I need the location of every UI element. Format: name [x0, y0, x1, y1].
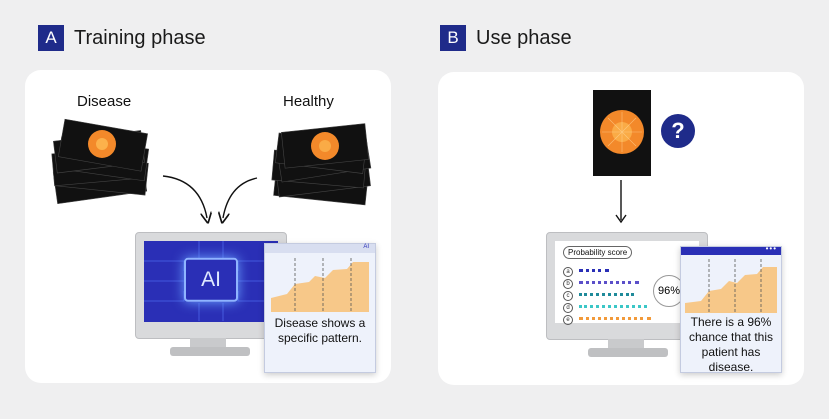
monitor-base: [588, 348, 668, 357]
panel-a-title: Training phase: [74, 26, 206, 49]
pattern-chart: [271, 258, 369, 312]
option-letter: b: [563, 279, 573, 289]
disease-arrow: [162, 175, 207, 218]
probability-bar: [579, 269, 609, 275]
panel-b-title: Use phase: [476, 26, 572, 49]
disease-label: Disease: [77, 93, 132, 110]
ai-monitor: AI: [135, 232, 287, 339]
probability-bar: [579, 305, 647, 311]
probability-row: d: [563, 303, 647, 313]
percent-badge: 96%: [653, 275, 685, 307]
training-result-popup: AI Disease shows a specific pattern.: [264, 243, 376, 373]
healthy-arrow: [223, 177, 258, 218]
disease-image-stack: [51, 118, 150, 205]
healthy-image-stack: [271, 123, 372, 206]
probability-row: a: [563, 267, 609, 277]
popup-titlebar: •••: [681, 244, 781, 255]
ai-screen: AI: [144, 241, 278, 322]
probability-bar: [579, 281, 639, 287]
ai-chip: AI: [184, 257, 238, 302]
probability-bar: [579, 293, 634, 299]
monitor-base: [170, 347, 250, 356]
panel-b-header: B Use phase: [440, 25, 572, 51]
probability-row: c: [563, 291, 634, 301]
patient-image: [593, 90, 651, 176]
monitor-neck: [608, 339, 644, 349]
monitor-neck: [190, 338, 226, 348]
use-result-popup: ••• There is a 96% chance that this pati…: [680, 244, 782, 374]
window-dots-icon: •••: [765, 244, 777, 253]
popup-ai-tag: AI: [363, 244, 369, 250]
option-letter: d: [563, 303, 573, 313]
question-icon: ?: [661, 114, 695, 148]
probability-bar: [579, 317, 651, 323]
panel-a-header: A Training phase: [38, 25, 206, 51]
use-arrow: [615, 180, 627, 224]
panel-a-badge: A: [38, 25, 64, 51]
probability-row: b: [563, 279, 639, 289]
training-phase-card: Disease Healthy: [25, 70, 391, 383]
probability-row: e: [563, 315, 651, 325]
probability-score-title: Probability score: [563, 246, 633, 259]
training-result-text: Disease shows a specific pattern.: [274, 316, 366, 345]
healthy-label: Healthy: [283, 93, 334, 110]
training-arrows: [162, 175, 258, 230]
option-letter: a: [563, 267, 573, 277]
risk-chart: [685, 259, 777, 313]
option-letter: e: [563, 315, 573, 325]
panel-b-badge: B: [440, 25, 466, 51]
option-letter: c: [563, 291, 573, 301]
popup-titlebar: AI: [265, 244, 375, 253]
use-result-text: There is a 96% chance that this patient …: [688, 315, 774, 374]
